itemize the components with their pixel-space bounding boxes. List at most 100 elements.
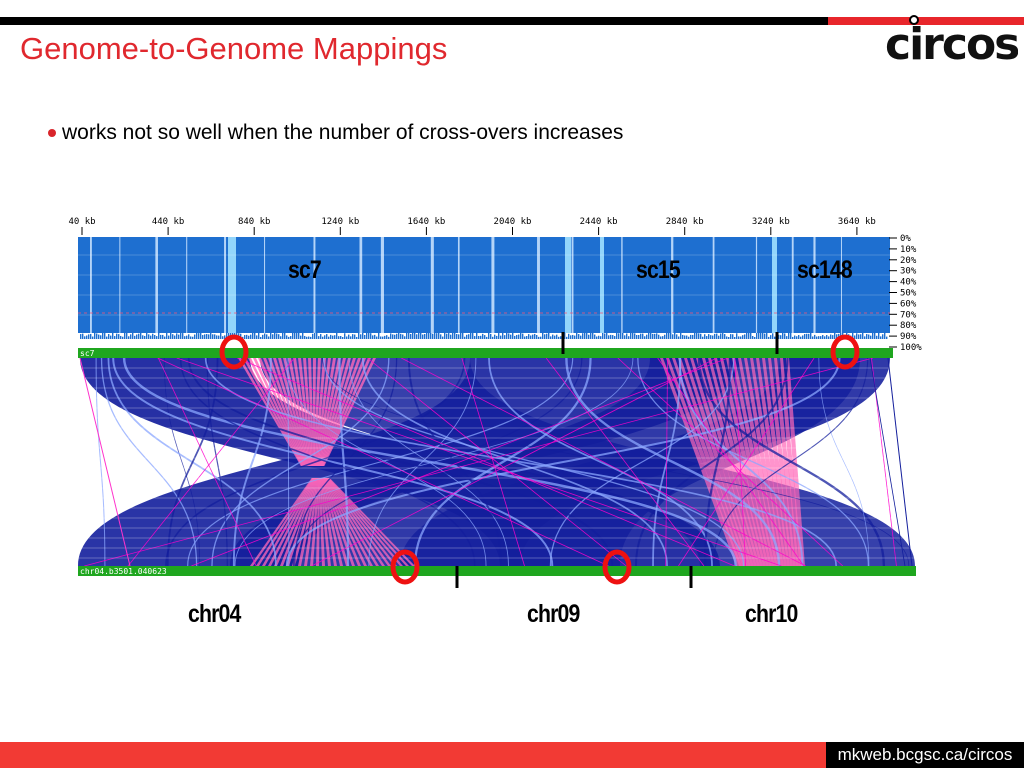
coverage-bar bbox=[282, 332, 284, 339]
ribbon-fan bbox=[324, 478, 385, 566]
coverage-bar bbox=[854, 335, 856, 339]
coverage-bar bbox=[858, 334, 860, 339]
coverage-bar bbox=[218, 335, 220, 339]
coverage-bar bbox=[410, 334, 412, 339]
coverage-bar bbox=[570, 335, 572, 339]
axis-tick-label: 2440 kb bbox=[580, 217, 618, 227]
coverage-bar bbox=[318, 336, 320, 339]
ribbon-line bbox=[678, 357, 804, 567]
percent-tick-label: 50% bbox=[900, 289, 917, 299]
percent-tick-label: 100% bbox=[900, 343, 922, 353]
coverage-bar bbox=[104, 333, 106, 339]
coverage-bar bbox=[302, 332, 304, 339]
coverage-bar bbox=[438, 332, 440, 339]
coverage-bar bbox=[650, 332, 652, 339]
coverage-bar bbox=[168, 335, 170, 339]
ribbon-fan bbox=[304, 478, 319, 566]
coverage-bar bbox=[550, 336, 552, 339]
coverage-bar bbox=[310, 336, 312, 339]
coverage-bar bbox=[152, 333, 154, 339]
coverage-bar bbox=[378, 331, 380, 339]
coverage-bar bbox=[348, 334, 350, 339]
ribbon-fan bbox=[325, 478, 391, 566]
scaffold-boundary bbox=[561, 332, 565, 354]
coverage-bar bbox=[490, 333, 492, 339]
coverage-bar bbox=[700, 333, 702, 339]
coverage-bar bbox=[486, 336, 488, 339]
coverage-bar bbox=[522, 333, 524, 339]
coverage-block bbox=[78, 237, 890, 333]
coverage-bar bbox=[456, 333, 458, 339]
coverage-bar bbox=[84, 336, 86, 339]
ribbon-thin bbox=[678, 357, 815, 567]
percent-tick-label: 40% bbox=[900, 278, 917, 288]
footer-url[interactable]: mkweb.bcgsc.ca/circos bbox=[826, 742, 1024, 768]
coverage-bar bbox=[872, 332, 874, 339]
coverage-bar bbox=[508, 333, 510, 339]
chromosome-boundary bbox=[689, 566, 693, 588]
coverage-bar bbox=[798, 335, 800, 339]
coverage-bar bbox=[206, 334, 208, 339]
coverage-bar bbox=[466, 334, 468, 339]
coverage-bar bbox=[126, 331, 128, 339]
coverage-bar bbox=[728, 336, 730, 339]
axis-tick-label: 440 kb bbox=[152, 217, 185, 227]
ribbon-thin bbox=[401, 357, 806, 567]
ribbon-thin bbox=[665, 357, 668, 567]
coverage-bar bbox=[636, 334, 638, 339]
coverage-bar bbox=[170, 331, 172, 339]
scaffold-boundary bbox=[775, 332, 779, 354]
ribbon-thin bbox=[157, 357, 609, 567]
coverage-bar bbox=[254, 332, 256, 339]
coverage-bar bbox=[576, 332, 578, 339]
coverage-bar bbox=[240, 333, 242, 339]
coverage-bar bbox=[106, 336, 108, 339]
ribbon-line bbox=[163, 357, 201, 567]
label-chr04: chr04 bbox=[188, 600, 241, 628]
coverage-bar bbox=[286, 335, 288, 339]
coverage-bar bbox=[596, 336, 598, 339]
coverage-bar bbox=[884, 332, 886, 339]
coverage-bar bbox=[774, 336, 776, 339]
coverage-gap bbox=[755, 237, 758, 333]
ribbon-thin bbox=[191, 357, 729, 567]
coverage-bar bbox=[266, 334, 268, 339]
ribbon-thin bbox=[311, 357, 717, 567]
coverage-bar bbox=[532, 334, 534, 339]
ribbon-line bbox=[323, 357, 745, 567]
coverage-bar bbox=[642, 333, 644, 339]
coverage-bar bbox=[494, 334, 496, 339]
coverage-bar bbox=[882, 334, 884, 339]
coverage-bar bbox=[262, 334, 264, 339]
coverage-bar bbox=[722, 333, 724, 339]
coverage-bar bbox=[852, 332, 854, 339]
coverage-bar bbox=[686, 335, 688, 339]
ribbon-line bbox=[100, 357, 198, 567]
coverage-gap bbox=[359, 237, 363, 333]
ribbon-fan bbox=[314, 358, 326, 466]
coverage-bar bbox=[678, 336, 680, 339]
coverage-bar bbox=[710, 335, 712, 339]
coverage-bar bbox=[826, 335, 828, 339]
coverage-bar bbox=[392, 334, 394, 339]
coverage-bar bbox=[468, 334, 470, 339]
percent-tick-label: 90% bbox=[900, 332, 917, 342]
coverage-bar bbox=[272, 334, 274, 339]
coverage-gap bbox=[840, 237, 842, 333]
coverage-bar bbox=[478, 335, 480, 339]
ribbon-fan bbox=[315, 358, 331, 466]
coverage-bar bbox=[786, 336, 788, 339]
coverage-bar bbox=[370, 333, 372, 339]
coverage-bar bbox=[860, 334, 862, 339]
ribbon-line bbox=[112, 357, 554, 567]
coverage-bar bbox=[210, 331, 212, 339]
coverage-bar bbox=[794, 335, 796, 339]
coverage-bar bbox=[90, 333, 92, 339]
coverage-bar bbox=[628, 336, 630, 339]
coverage-bar bbox=[274, 331, 276, 339]
coverage-bar bbox=[592, 332, 594, 339]
ribbon-thin bbox=[869, 357, 906, 567]
ribbon-fan bbox=[322, 478, 361, 566]
coverage-gap bbox=[571, 237, 574, 333]
